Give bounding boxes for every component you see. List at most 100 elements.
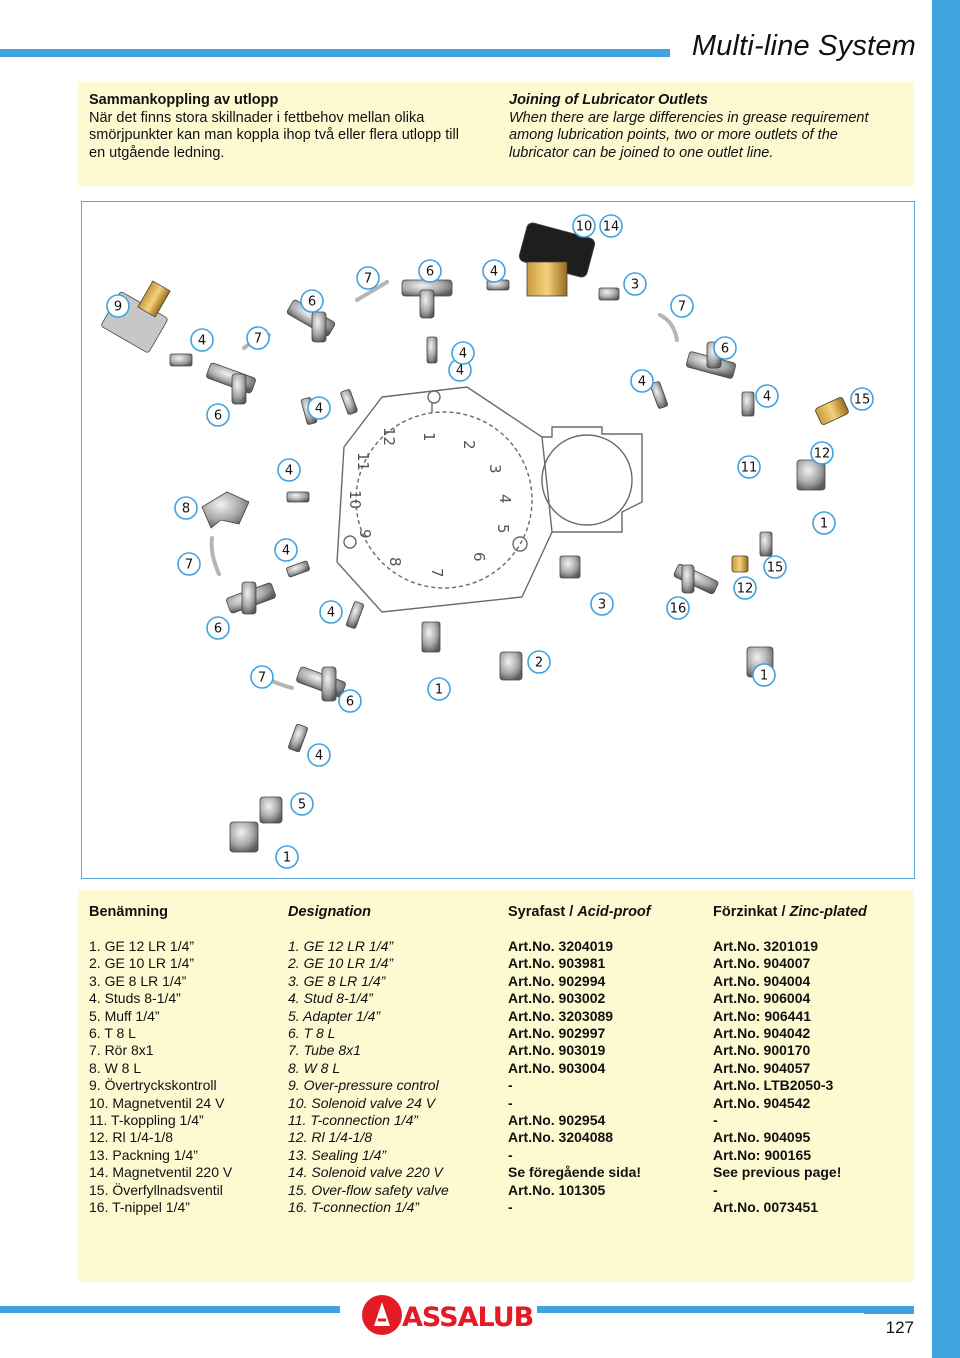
zinc-plated-row: Art.No: 900165 bbox=[713, 1146, 812, 1163]
intro-english: Joining of Lubricator Outlets When there… bbox=[509, 92, 905, 162]
callout-6: 6 bbox=[206, 616, 230, 640]
benamning-row: 7. Rör 8x1 bbox=[89, 1042, 154, 1059]
dial-number: 6 bbox=[470, 552, 488, 562]
footer-rule-right bbox=[537, 1306, 914, 1313]
benamning-row: 15. Överfyllnadsventil bbox=[89, 1181, 223, 1198]
zinc-plated-row: Art.No: 906441 bbox=[713, 1007, 812, 1024]
designation-row: 14. Solenoid valve 220 V bbox=[288, 1164, 443, 1181]
designation-row: 6. T 8 L bbox=[288, 1025, 336, 1042]
callout-1: 1 bbox=[812, 511, 836, 535]
callout-15: 15 bbox=[850, 387, 874, 411]
designation-row: 3. GE 8 LR 1/4” bbox=[288, 972, 386, 989]
callout-label: 6 bbox=[346, 695, 354, 710]
callout-label: 15 bbox=[767, 561, 784, 576]
callout-label: 11 bbox=[741, 461, 758, 476]
acid-proof-row: Art.No. 902994 bbox=[508, 972, 606, 989]
callout-label: 6 bbox=[214, 409, 222, 424]
callout-label: 4 bbox=[638, 375, 646, 390]
acid-proof-row: Art.No. 903002 bbox=[508, 990, 606, 1007]
benamning-row: 8. W 8 L bbox=[89, 1059, 142, 1076]
callout-2: 2 bbox=[527, 650, 551, 674]
designation-row: 9. Over-pressure control bbox=[288, 1077, 439, 1094]
zinc-plated-row: Art.No. LTB2050-3 bbox=[713, 1077, 834, 1094]
acid-proof-row: Art.No. 3203089 bbox=[508, 1007, 614, 1024]
benamning-row: 14. Magnetventil 220 V bbox=[89, 1164, 233, 1181]
designation-row: 11. T-connection 1/4” bbox=[288, 1112, 418, 1129]
callout-label: 1 bbox=[435, 683, 443, 698]
callout-6: 6 bbox=[206, 403, 230, 427]
callout-4: 4 bbox=[755, 384, 779, 408]
designation-row: 5. Adapter 1/4” bbox=[288, 1007, 381, 1024]
intro-sv-line: När det finns stora skillnader i fettbeh… bbox=[89, 109, 425, 126]
intro-swedish: Sammankoppling av utlopp När det finns s… bbox=[89, 92, 487, 162]
intro-en-line: When there are large differencies in gre… bbox=[509, 109, 869, 126]
zinc-plated-row: Art.No. 904542 bbox=[713, 1094, 811, 1111]
callout-label: 3 bbox=[598, 598, 606, 613]
callout-label: 1 bbox=[760, 669, 768, 684]
zinc-plated-row: Art.No. 0073451 bbox=[713, 1199, 819, 1216]
acid-proof-row: Art.No. 903019 bbox=[508, 1042, 606, 1059]
acid-proof-row: Art.No. 101305 bbox=[508, 1181, 606, 1198]
callout-4: 4 bbox=[274, 538, 298, 562]
zinc-plated-row: Art.No. 906004 bbox=[713, 990, 811, 1007]
callout-8: 8 bbox=[174, 496, 198, 520]
designation-row: 7. Tube 8x1 bbox=[288, 1042, 361, 1059]
intro-en-line: lubricator can be joined to one outlet l… bbox=[509, 144, 774, 161]
callout-label: 12 bbox=[737, 582, 754, 597]
callout-label: 4 bbox=[459, 347, 467, 362]
callout-label: 4 bbox=[327, 606, 335, 621]
benamning-row: 5. Muff 1/4” bbox=[89, 1007, 160, 1024]
callout-label: 4 bbox=[456, 364, 464, 379]
acid-proof-row: Art.No. 3204019 bbox=[508, 938, 614, 954]
callout-label: 1 bbox=[283, 851, 291, 866]
dial-number: 5 bbox=[494, 524, 512, 534]
callout-7: 7 bbox=[177, 552, 201, 576]
dial-number: 9 bbox=[356, 529, 374, 539]
callout-4: 4 bbox=[307, 396, 331, 420]
callout-6: 6 bbox=[338, 689, 362, 713]
callout-label: 9 bbox=[114, 300, 122, 315]
acid-proof-row: Se föregående sida! bbox=[508, 1164, 642, 1181]
zinc-plated-row: Art.No. 900170 bbox=[713, 1042, 811, 1059]
callout-label: 4 bbox=[282, 544, 290, 559]
column-benamning: 1. GE 12 LR 1/4”2. GE 10 LR 1/4”3. GE 8 … bbox=[89, 938, 232, 1217]
intro-sv-line: en utgående ledning. bbox=[89, 144, 225, 161]
intro-sv-heading: Sammankoppling av utlopp bbox=[89, 92, 279, 108]
logo-svg: ASSALUB bbox=[360, 1290, 535, 1340]
callout-14: 14 bbox=[599, 214, 623, 238]
benamning-row: 1. GE 12 LR 1/4” bbox=[89, 938, 195, 954]
designation-row: 10. Solenoid valve 24 V bbox=[288, 1094, 436, 1111]
dial-number: 2 bbox=[460, 440, 478, 450]
dial-number: 3 bbox=[486, 464, 504, 474]
zinc-plated-row: Art.No. 904057 bbox=[713, 1059, 811, 1076]
benamning-row: 3. GE 8 LR 1/4” bbox=[89, 972, 187, 989]
dial-number: 10 bbox=[346, 490, 364, 509]
acid-proof-row: - bbox=[508, 1077, 513, 1094]
fittings bbox=[101, 222, 849, 853]
callout-4: 4 bbox=[319, 600, 343, 624]
parts-table: Benämning Designation Syrafast / Acid-pr… bbox=[78, 890, 914, 1282]
dial-number: 4 bbox=[496, 494, 514, 504]
header-rule bbox=[0, 49, 670, 57]
benamning-row: 16. T-nippel 1/4” bbox=[89, 1199, 190, 1216]
callout-7: 7 bbox=[250, 665, 274, 689]
acid-proof-row: Art.No. 903981 bbox=[508, 955, 606, 972]
designation-row: 4. Stud 8-1/4” bbox=[288, 990, 373, 1007]
header-acid-proof: Syrafast / Acid-proof bbox=[508, 904, 651, 920]
zinc-plated-row: - bbox=[713, 1112, 718, 1129]
diagram-svg: 1 2 3 4 5 6 7 8 9 10 11 12 bbox=[101, 214, 874, 869]
callout-label: 6 bbox=[308, 295, 316, 310]
header-forzinkat-label: Förzinkat / bbox=[713, 904, 790, 920]
callout-6: 6 bbox=[713, 336, 737, 360]
benamning-row: 13. Packning 1/4” bbox=[89, 1146, 198, 1163]
callout-label: 14 bbox=[603, 220, 620, 235]
callout-4: 4 bbox=[190, 328, 214, 352]
designation-row: 15. Over-flow safety valve bbox=[288, 1181, 449, 1198]
callout-4: 4 bbox=[482, 259, 506, 283]
callout-label: 1 bbox=[820, 517, 828, 532]
acid-proof-row: Art.No. 902954 bbox=[508, 1112, 606, 1129]
callout-15: 15 bbox=[763, 555, 787, 579]
callout-6: 6 bbox=[418, 259, 442, 283]
callout-label: 16 bbox=[670, 602, 687, 617]
parts-diagram: 1 2 3 4 5 6 7 8 9 10 11 12 bbox=[81, 201, 915, 879]
